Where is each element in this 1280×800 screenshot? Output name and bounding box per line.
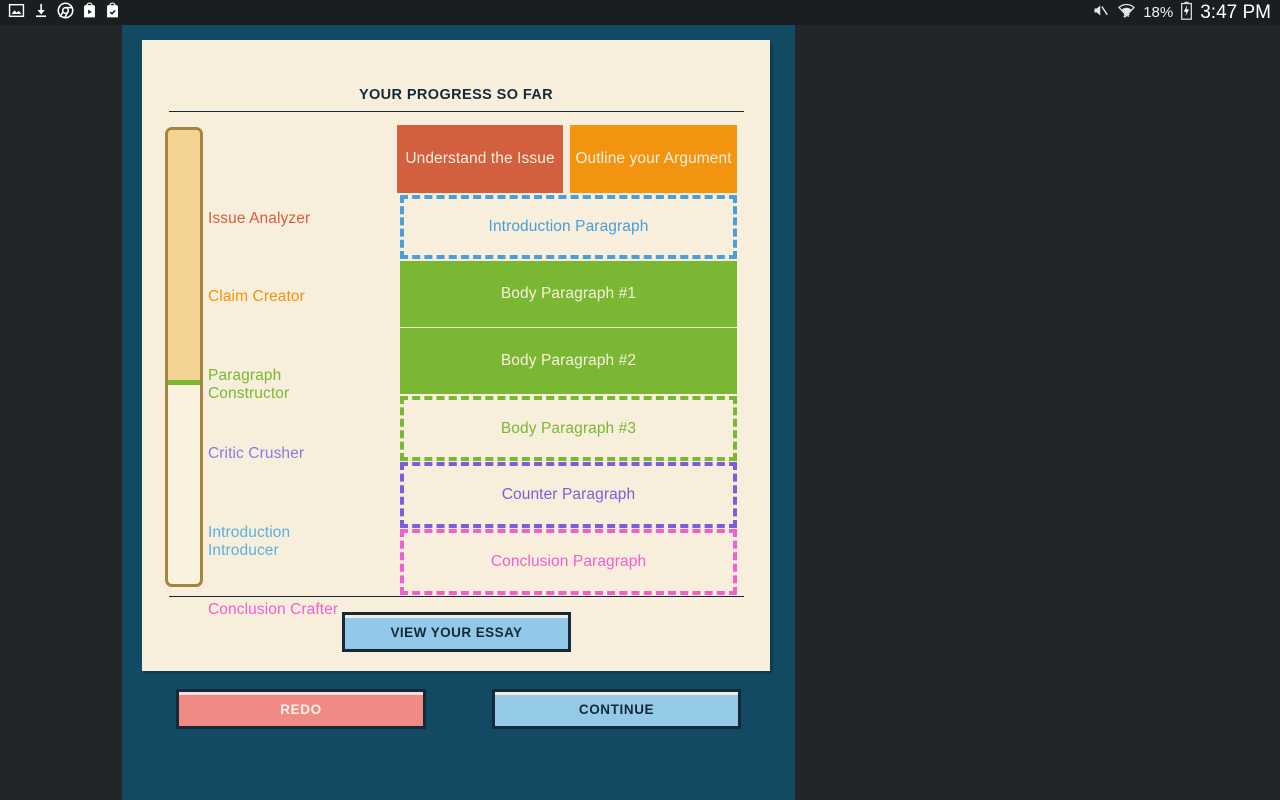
essay-block[interactable]: Body Paragraph #1 [400,261,737,327]
essay-block[interactable]: Body Paragraph #2 [400,328,737,394]
android-status-bar: 18% 3:47 PM [0,0,1280,25]
essay-block-label: Counter Paragraph [501,486,636,503]
divider-bottom [169,596,744,597]
view-your-essay-button[interactable]: VIEW YOUR ESSAY [342,612,571,652]
essay-block-list: Understand the Issue Outline your Argumen… [397,125,737,595]
essay-block[interactable]: Counter Paragraph [400,462,737,528]
progress-fill [168,130,200,380]
essay-block[interactable]: Conclusion Paragraph [400,529,737,595]
essay-block[interactable]: Understand the Issue [397,125,563,193]
progress-marker [168,380,200,385]
download-icon [33,2,49,24]
redo-label: REDO [280,701,322,717]
essay-block-label: Body Paragraph #3 [500,419,637,437]
status-bar-notification-icons [0,1,120,24]
battery-percent-label: 18% [1143,4,1174,21]
stage-label: Conclusion Crafter [208,601,339,618]
battery-charging-icon [1180,1,1193,25]
essay-block[interactable]: Body Paragraph #3 [400,396,737,461]
continue-label: CONTINUE [578,701,655,717]
mute-icon [1091,2,1110,24]
chrome-icon [57,1,74,24]
essay-block-label: Conclusion Paragraph [490,553,647,570]
essay-block-label: Understand the Issue [405,150,555,167]
stage-label: Claim Creator [208,288,305,305]
essay-block-label: Introduction Paragraph [488,218,649,235]
stage-label: Issue Analyzer [208,210,311,227]
image-icon [8,2,25,24]
page-title: YOUR PROGRESS SO FAR [358,87,554,103]
play-store-check-icon [105,2,120,24]
essay-block[interactable]: Outline your Argument [570,125,737,193]
stage-label: Critic Crusher [208,445,305,462]
wifi-transfer-icon [1117,2,1136,24]
essay-block[interactable]: Introduction Paragraph [400,195,737,259]
status-bar-system-icons: 18% 3:47 PM [1091,1,1280,25]
essay-block-label: Outline your Argument [575,150,732,167]
view-your-essay-label: VIEW YOUR ESSAY [390,624,523,640]
play-store-icon [82,2,97,24]
essay-block-label: Body Paragraph #1 [500,285,637,302]
stage-label: Introduction Introducer [208,524,291,559]
continue-button[interactable]: CONTINUE [492,689,741,729]
divider-top [169,111,744,112]
stage-label: Paragraph Constructor [208,367,290,402]
redo-button[interactable]: REDO [176,689,426,729]
vertical-progress-bar [165,127,203,587]
status-bar-clock: 3:47 PM [1200,1,1271,23]
essay-block-label: Body Paragraph #2 [500,352,637,369]
